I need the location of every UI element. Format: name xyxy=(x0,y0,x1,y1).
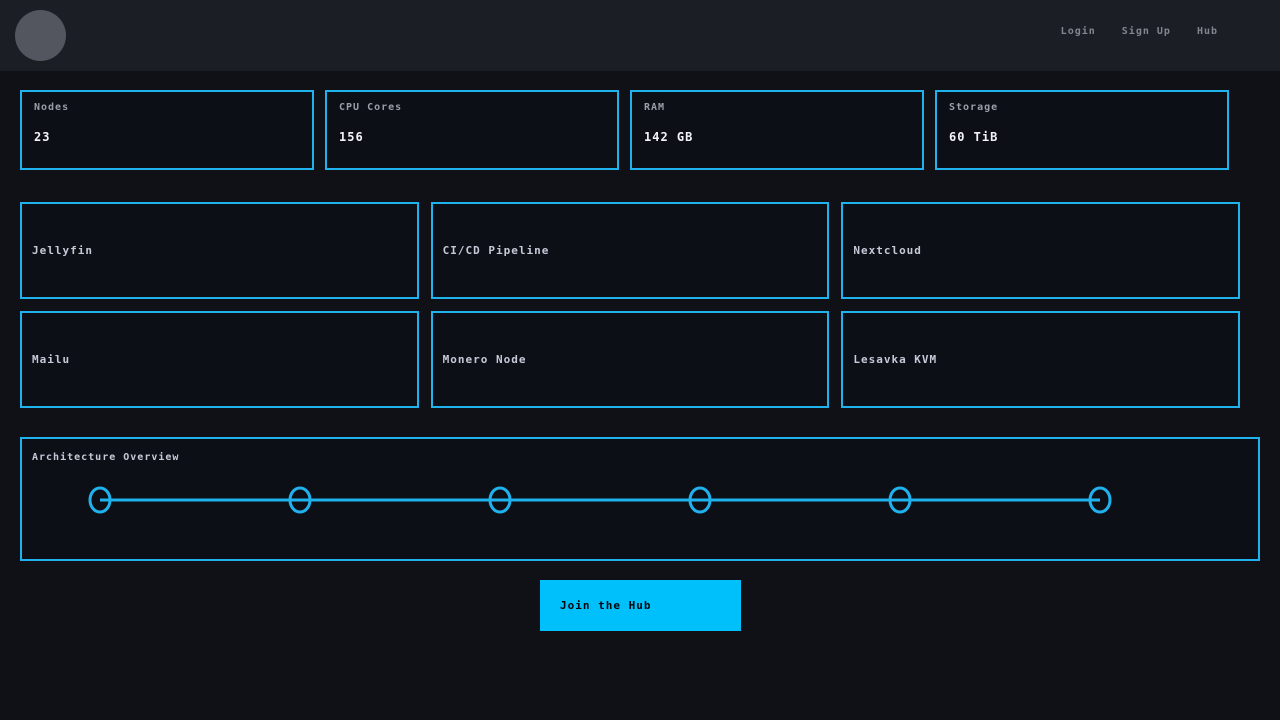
stat-label: Storage xyxy=(949,102,999,113)
stat-card-ram: RAM 142 GB xyxy=(630,90,924,170)
service-name: Mailu xyxy=(32,353,71,366)
service-name: Nextcloud xyxy=(853,244,922,257)
nav-link-login[interactable]: Login xyxy=(1060,26,1096,37)
stat-label: RAM xyxy=(644,102,666,113)
stat-value: 23 xyxy=(34,130,51,144)
stat-card-storage: Storage 60 TiB xyxy=(935,90,1229,170)
architecture-panel: Architecture Overview xyxy=(20,437,1260,561)
nav-link-hub[interactable]: Hub xyxy=(1196,26,1218,37)
nav-link-sign-up[interactable]: Sign Up xyxy=(1121,26,1171,37)
architecture-node-icon xyxy=(888,486,912,514)
architecture-node-icon xyxy=(88,486,112,514)
stat-value: 60 TiB xyxy=(949,130,999,144)
stat-card-nodes: Nodes 23 xyxy=(20,90,314,170)
service-name: Monero Node xyxy=(442,353,527,366)
architecture-node-icon xyxy=(288,486,312,514)
stat-value: 156 xyxy=(339,130,364,144)
stats-row: Nodes 23 CPU Cores 156 RAM 142 GB Storage 60 Ti… xyxy=(20,90,1229,170)
service-card-jellyfin[interactable]: Jellyfin xyxy=(20,202,419,299)
stat-card-cpu-cores: CPU Cores 156 xyxy=(325,90,619,170)
stat-label: Nodes xyxy=(34,102,70,113)
stat-value: 142 GB xyxy=(644,130,694,144)
join-hub-button[interactable]: Join the Hub xyxy=(540,580,741,631)
architecture-title: Architecture Overview xyxy=(32,452,180,463)
architecture-node-icon xyxy=(688,486,712,514)
service-name: Lesavka KVM xyxy=(853,353,938,366)
service-card-monero-node[interactable]: Monero Node xyxy=(430,311,830,408)
stat-label: CPU Cores xyxy=(339,102,403,113)
architecture-diagram xyxy=(88,486,1112,514)
service-name: CI/CD Pipeline xyxy=(442,244,550,257)
header: Login Sign Up Hub xyxy=(0,0,1280,71)
service-card-mailu[interactable]: Mailu xyxy=(20,311,419,408)
architecture-node-icon xyxy=(1088,486,1112,514)
service-card-ci-cd-pipeline[interactable]: CI/CD Pipeline xyxy=(430,202,830,299)
service-name: Jellyfin xyxy=(32,244,93,257)
service-card-nextcloud[interactable]: Nextcloud xyxy=(841,202,1240,299)
architecture-node-icon xyxy=(488,486,512,514)
header-nav: Login Sign Up Hub xyxy=(1061,26,1218,37)
avatar[interactable] xyxy=(15,10,66,61)
service-card-lesavka-kvm[interactable]: Lesavka KVM xyxy=(841,311,1240,408)
